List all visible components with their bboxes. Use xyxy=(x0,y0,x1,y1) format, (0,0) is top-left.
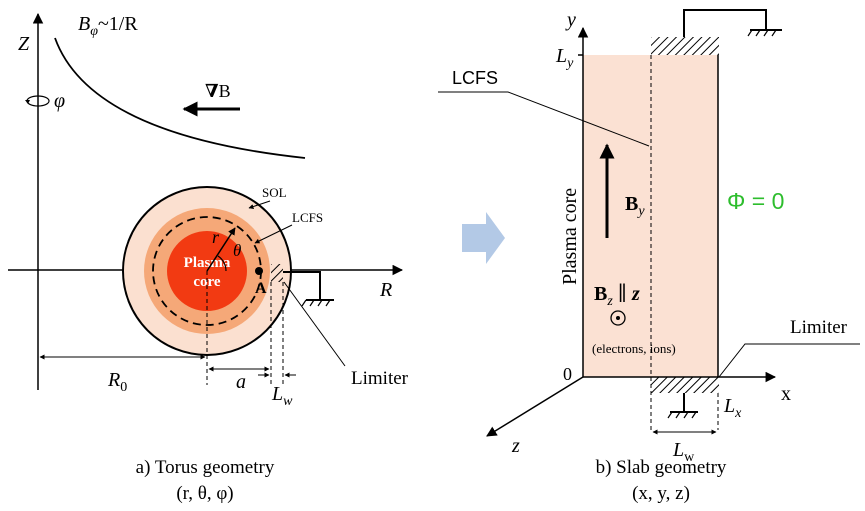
plasma-core-slab-label: Plasma core xyxy=(559,188,581,285)
bz-out-of-plane-icon xyxy=(610,310,626,326)
lx-label: Lx xyxy=(723,395,742,421)
r-label: r xyxy=(212,227,220,247)
slab-caption: b) Slab geometry xyxy=(596,457,727,478)
r0-label: R0 xyxy=(107,369,127,395)
grad-b-label: ∇B xyxy=(205,81,231,101)
limiter-bottom xyxy=(651,377,719,393)
origin-label: 0 xyxy=(563,364,572,384)
point-a-label: A xyxy=(255,280,267,297)
theta-arc xyxy=(217,255,227,272)
a-label: a xyxy=(236,371,246,393)
limiter-label: Limiter xyxy=(351,368,409,389)
r-vector xyxy=(206,227,236,272)
point-a xyxy=(255,267,263,275)
transition-arrow xyxy=(462,212,505,264)
lcfs-label: LCFS xyxy=(292,210,323,225)
torus-caption-coords: (r, θ, φ) xyxy=(176,483,233,504)
ly-label: Ly xyxy=(555,45,574,71)
limiter-slab-label: Limiter xyxy=(790,317,848,338)
z-axis-slab xyxy=(486,376,584,437)
by-label: By xyxy=(625,193,645,219)
particles-label: (electrons, ions) xyxy=(592,341,676,356)
x-axis-label: x xyxy=(781,383,791,405)
ground-wire xyxy=(283,271,321,300)
b-phi-curve xyxy=(54,37,306,159)
lw-label: Lw xyxy=(271,383,293,409)
phi-label: φ xyxy=(54,90,65,112)
lw-slab-label: Lw xyxy=(672,439,695,465)
slab-caption-coords: (x, y, z) xyxy=(632,483,690,504)
bz-label: Bz ∥ z xyxy=(594,283,640,309)
z-axis-label: Z xyxy=(18,33,30,55)
torus-panel: Z φ R Bφ~1/R ∇B Plasma core r θ A xyxy=(8,12,409,504)
theta-label: θ xyxy=(233,241,241,260)
r-axis-label: R xyxy=(379,279,392,301)
slab-panel: y Ly x z 0 LCFS By Plasma xyxy=(438,9,860,504)
top-ground-wire xyxy=(683,9,767,37)
limiter-block xyxy=(271,264,283,282)
lcfs-slab-label: LCFS xyxy=(452,68,498,88)
y-axis-label: y xyxy=(565,9,576,31)
phi-zero-label: Φ = 0 xyxy=(727,188,784,214)
z-axis-slab-label: z xyxy=(511,435,520,457)
b-phi-label: Bφ~1/R xyxy=(78,13,138,39)
torus-caption: a) Torus geometry xyxy=(136,457,275,478)
sol-label: SOL xyxy=(262,185,287,200)
plasma-core-label: Plasma xyxy=(184,255,231,271)
limiter-top xyxy=(651,37,719,55)
